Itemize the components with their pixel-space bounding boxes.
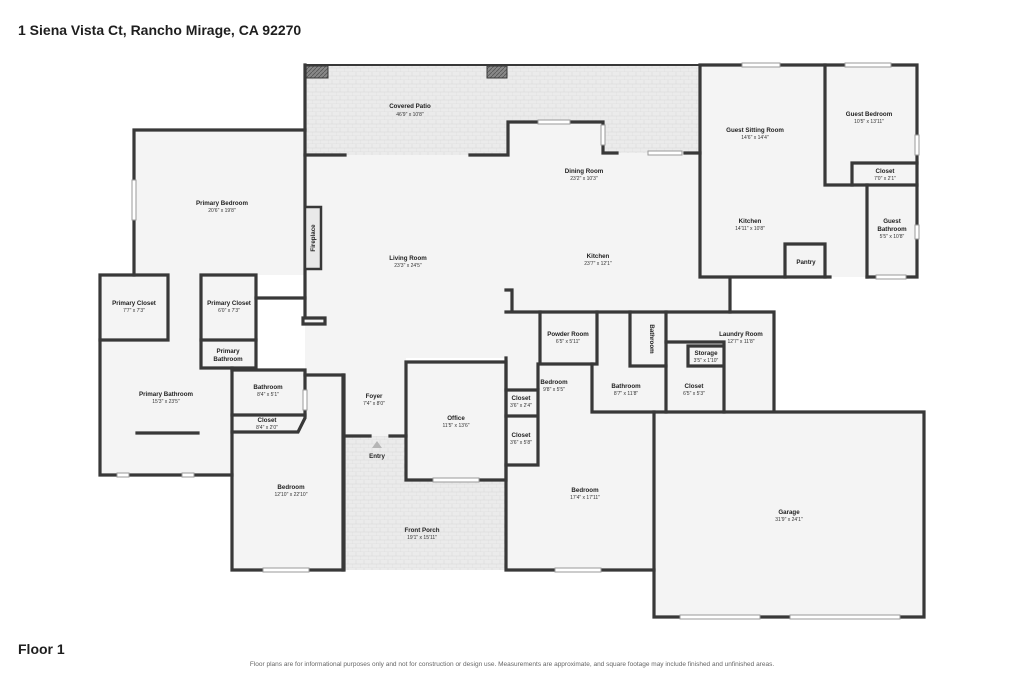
room-labels: Covered Patio 46'9" x 10'8" Primary Bedr… [112, 103, 907, 541]
office-label: Office [447, 415, 465, 422]
office-dims: 11'5" x 13'6" [442, 423, 469, 429]
guest-closet-label: Closet [876, 168, 895, 175]
closet-left-label: Closet [258, 417, 277, 424]
guest-sitting-room-dims: 14'6" x 14'4" [741, 135, 769, 141]
front-porch-label: Front Porch [404, 527, 439, 534]
guest-bathroom-label-1: Guest [883, 218, 901, 225]
bedroom-small-label: Bedroom [540, 379, 568, 386]
covered-patio-dims: 46'9" x 10'8" [396, 112, 424, 118]
floor-label: Floor 1 [18, 641, 65, 657]
fireplace-label: Fireplace [310, 224, 317, 252]
bedroom-right-dims: 17'4" x 17'11" [570, 495, 600, 501]
dining-room-dims: 23'2" x 10'3" [570, 176, 598, 182]
garage-label: Garage [778, 509, 800, 516]
living-room-dims: 23'3" x 24'5" [394, 263, 422, 269]
disclaimer-text: Floor plans are for informational purpos… [249, 661, 775, 668]
guest-sitting-room-label: Guest Sitting Room [726, 127, 784, 134]
entry-arrow-icon [372, 441, 382, 448]
guest-kitchen-label: Kitchen [739, 218, 762, 225]
primary-bedroom-label: Primary Bedroom [196, 200, 248, 207]
primary-closet-2-label: Primary Closet [207, 300, 251, 307]
bedroom-small-dims: 9'8" x 5'5" [543, 387, 565, 393]
primary-bedroom-dims: 20'6" x 19'8" [208, 208, 236, 214]
guest-bedroom-dims: 10'5" x 13'11" [854, 119, 884, 125]
closet-mid-dims: 6'5" x 5'3" [683, 391, 705, 397]
entry-label: Entry [369, 453, 385, 460]
bathroom-vertical-label: Bathroom [648, 324, 655, 354]
bathroom-mid-label: Bathroom [611, 383, 641, 390]
foyer-label: Foyer [366, 393, 383, 400]
laundry-room-label: Laundry Room [719, 331, 763, 338]
primary-bathroom-small-label-2: Bathroom [213, 356, 243, 363]
closet-b-label: Closet [512, 432, 531, 439]
bathroom-left-label: Bathroom [253, 384, 283, 391]
closet-a-label: Closet [512, 395, 531, 402]
powder-room-label: Powder Room [547, 331, 589, 338]
primary-closet-2-dims: 6'0" x 7'3" [218, 308, 240, 314]
storage-dims: 3'5" x 1'10" [694, 358, 719, 364]
closet-b-dims: 3'6" x 5'8" [510, 440, 532, 446]
guest-closet-dims: 7'0" x 2'1" [874, 176, 896, 182]
foyer-dims: 7'4" x 8'0" [363, 401, 385, 407]
storage-label: Storage [694, 350, 718, 357]
pantry-label: Pantry [796, 259, 816, 266]
bedroom-left-dims: 12'10" x 22'10" [275, 492, 308, 498]
garage-dims: 31'9" x 24'1" [775, 517, 803, 523]
living-room-label: Living Room [389, 255, 427, 262]
kitchen-dims: 23'7" x 12'1" [584, 261, 612, 267]
dining-room-label: Dining Room [565, 168, 604, 175]
primary-bathroom-dims: 15'3" x 23'5" [152, 399, 180, 405]
property-address: 1 Siena Vista Ct, Rancho Mirage, CA 9227… [18, 22, 302, 38]
bathroom-left-dims: 8'4" x 5'1" [257, 392, 279, 398]
primary-closet-1-dims: 7'7" x 7'3" [123, 308, 145, 314]
primary-bathroom-small-label-1: Primary [216, 348, 240, 355]
floor-fills [100, 65, 924, 617]
covered-patio-label: Covered Patio [389, 103, 431, 110]
bathroom-mid-dims: 8'7" x 11'8" [614, 391, 638, 397]
laundry-room-dims: 12'7" x 11'8" [727, 339, 754, 345]
guest-bathroom-dims: 5'5" x 10'8" [880, 234, 905, 240]
powder-room-dims: 6'5" x 5'11" [556, 339, 580, 345]
closet-a-dims: 3'6" x 2'4" [510, 403, 532, 409]
closet-left-dims: 8'4" x 2'0" [256, 425, 278, 431]
windows [116, 62, 920, 620]
guest-kitchen-dims: 14'11" x 10'8" [735, 226, 765, 232]
guest-bathroom-label-2: Bathroom [877, 226, 907, 233]
bedroom-left-label: Bedroom [277, 484, 305, 491]
front-porch-dims: 19'1" x 15'11" [407, 535, 437, 541]
kitchen-label: Kitchen [587, 253, 610, 260]
primary-closet-1-label: Primary Closet [112, 300, 156, 307]
guest-bedroom-label: Guest Bedroom [846, 111, 893, 118]
bedroom-right-label: Bedroom [571, 487, 599, 494]
primary-bathroom-label: Primary Bathroom [139, 391, 193, 398]
closet-mid-label: Closet [685, 383, 704, 390]
